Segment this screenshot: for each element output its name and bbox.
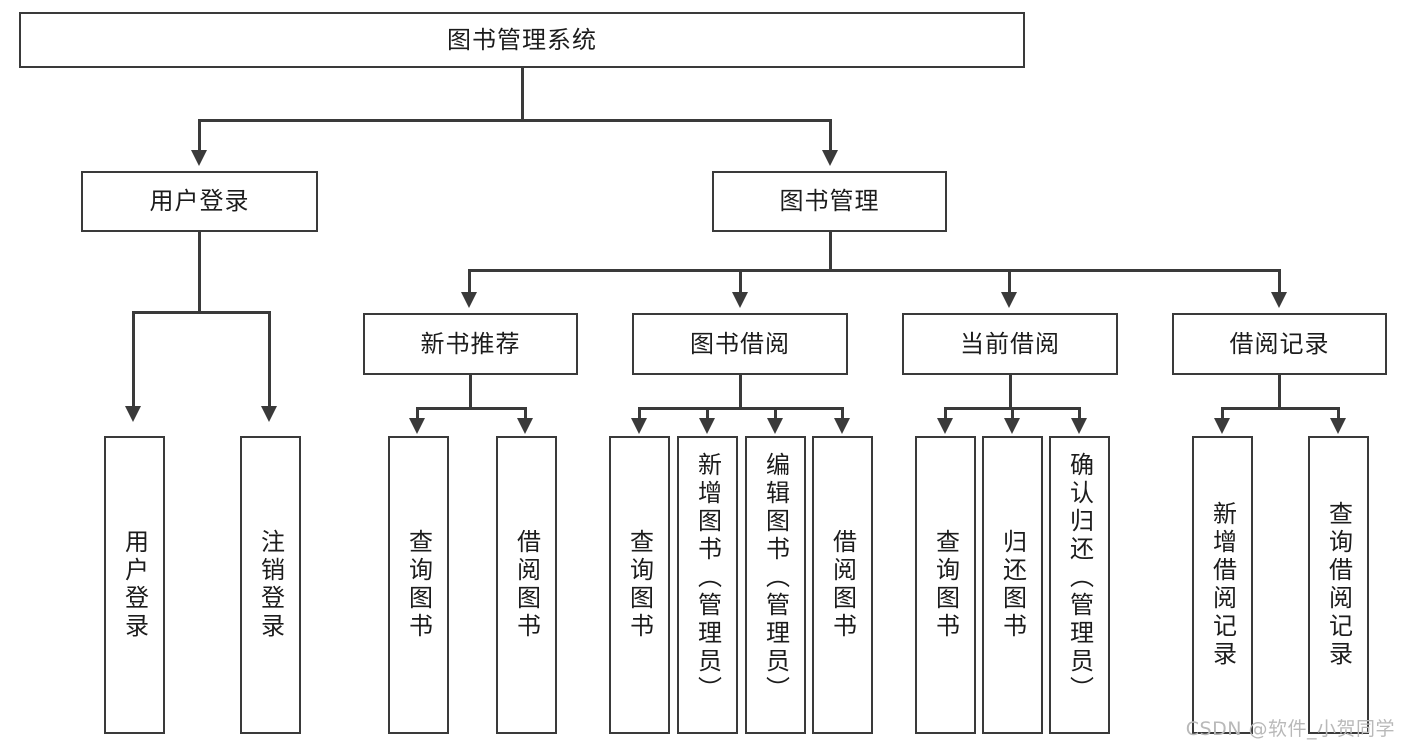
arrowhead-cb-leaf-2 (1004, 418, 1020, 434)
arrowhead-bb-leaf-1 (631, 418, 647, 434)
connector-cb-leaf-2 (1011, 407, 1014, 419)
arrowhead-br-leaf-1 (1214, 418, 1230, 434)
node-label: 当前借阅 (960, 329, 1060, 358)
connector-bm-to-new-book (468, 269, 471, 293)
connector-bb-leaf-1 (638, 407, 641, 419)
leaf-borrow-record-query-record[interactable]: 查询借阅记录 (1308, 436, 1369, 734)
connector-user-login-stem (198, 232, 201, 312)
connector-user-login-leaf-1 (132, 311, 135, 407)
connector-nbr-bus (416, 407, 524, 410)
connector-root-bus (198, 119, 831, 122)
connector-bm-to-borrow-record (1278, 269, 1281, 293)
connector-book-management-stem (829, 232, 832, 270)
node-label: 图书管理系统 (447, 25, 597, 54)
node-label: 图书管理 (779, 187, 880, 216)
leaf-label: 查询借阅记录 (1324, 501, 1353, 669)
node-label: 图书借阅 (690, 329, 790, 358)
leaf-label: 新增图书（管理员） (693, 452, 722, 704)
arrowhead-root-to-book-management (822, 150, 838, 166)
node-current-borrow[interactable]: 当前借阅 (902, 313, 1118, 375)
node-root-book-management-system[interactable]: 图书管理系统 (19, 12, 1025, 68)
node-book-borrow[interactable]: 图书借阅 (632, 313, 848, 375)
arrowhead-user-login-leaf-1 (125, 406, 141, 422)
node-label: 用户登录 (149, 187, 250, 216)
connector-cb-stem (1009, 375, 1012, 408)
connector-root-stem (521, 68, 524, 120)
connector-nbr-leaf-1 (416, 407, 419, 419)
leaf-current-borrow-return-book[interactable]: 归还图书 (982, 436, 1043, 734)
arrowhead-root-to-user-login (191, 150, 207, 166)
arrowhead-cb-leaf-1 (937, 418, 953, 434)
leaf-label: 查询图书 (931, 529, 960, 641)
connector-bb-leaf-2 (706, 407, 709, 419)
arrowhead-nbr-leaf-2 (517, 418, 533, 434)
connector-bm-to-current-borrow (1008, 269, 1011, 293)
connector-bm-to-book-borrow (739, 269, 742, 293)
leaf-label: 借阅图书 (512, 529, 541, 641)
leaf-label: 查询图书 (404, 529, 433, 641)
leaf-current-borrow-query-book[interactable]: 查询图书 (915, 436, 976, 734)
leaf-label: 借阅图书 (828, 529, 857, 641)
connector-bb-stem (739, 375, 742, 408)
leaf-book-borrow-query-book[interactable]: 查询图书 (609, 436, 670, 734)
arrowhead-bb-leaf-2 (699, 418, 715, 434)
arrowhead-bm-to-borrow-record (1271, 292, 1287, 308)
connector-cb-leaf-1 (944, 407, 947, 419)
leaf-book-borrow-add-book-admin[interactable]: 新增图书（管理员） (677, 436, 738, 734)
arrowhead-bb-leaf-4 (834, 418, 850, 434)
node-label: 借阅记录 (1229, 329, 1330, 358)
connector-bb-leaf-3 (774, 407, 777, 419)
connector-br-leaf-2 (1337, 407, 1340, 419)
connector-book-management-bus (468, 269, 1280, 272)
connector-user-login-bus (132, 311, 268, 314)
leaf-borrow-record-add-record[interactable]: 新增借阅记录 (1192, 436, 1253, 734)
leaf-book-borrow-borrow-book[interactable]: 借阅图书 (812, 436, 873, 734)
leaf-label: 新增借阅记录 (1208, 501, 1237, 669)
arrowhead-bb-leaf-3 (767, 418, 783, 434)
connector-nbr-stem (469, 375, 472, 408)
leaf-book-borrow-edit-book-admin[interactable]: 编辑图书（管理员） (745, 436, 806, 734)
leaf-current-borrow-confirm-return-admin[interactable]: 确认归还（管理员） (1049, 436, 1110, 734)
connector-bb-bus (638, 407, 843, 410)
leaf-label: 编辑图书（管理员） (761, 452, 790, 704)
node-borrow-record[interactable]: 借阅记录 (1172, 313, 1387, 375)
connector-bb-leaf-4 (841, 407, 844, 419)
arrowhead-bm-to-new-book (461, 292, 477, 308)
leaf-label: 确认归还（管理员） (1065, 452, 1094, 704)
arrowhead-user-login-leaf-2 (261, 406, 277, 422)
arrowhead-bm-to-book-borrow (732, 292, 748, 308)
leaf-new-book-borrow-book[interactable]: 借阅图书 (496, 436, 557, 734)
connector-br-bus (1221, 407, 1337, 410)
leaf-user-login-login[interactable]: 用户登录 (104, 436, 165, 734)
leaf-label: 用户登录 (120, 529, 149, 641)
node-label: 新书推荐 (420, 329, 521, 358)
connector-cb-leaf-3 (1078, 407, 1081, 419)
arrowhead-bm-to-current-borrow (1001, 292, 1017, 308)
leaf-new-book-query-book[interactable]: 查询图书 (388, 436, 449, 734)
node-new-book-recommend[interactable]: 新书推荐 (363, 313, 578, 375)
leaf-label: 归还图书 (998, 529, 1027, 641)
connector-root-to-user-login (198, 119, 201, 151)
connector-user-login-leaf-2 (268, 311, 271, 407)
leaf-label: 查询图书 (625, 529, 654, 641)
arrowhead-br-leaf-2 (1330, 418, 1346, 434)
arrowhead-nbr-leaf-1 (409, 418, 425, 434)
arrowhead-cb-leaf-3 (1071, 418, 1087, 434)
leaf-user-login-logout[interactable]: 注销登录 (240, 436, 301, 734)
connector-br-leaf-1 (1221, 407, 1224, 419)
node-book-management[interactable]: 图书管理 (712, 171, 947, 232)
node-user-login[interactable]: 用户登录 (81, 171, 318, 232)
connector-br-stem (1278, 375, 1281, 408)
connector-nbr-leaf-2 (524, 407, 527, 419)
connector-root-to-book-management (829, 119, 832, 151)
leaf-label: 注销登录 (256, 529, 285, 641)
